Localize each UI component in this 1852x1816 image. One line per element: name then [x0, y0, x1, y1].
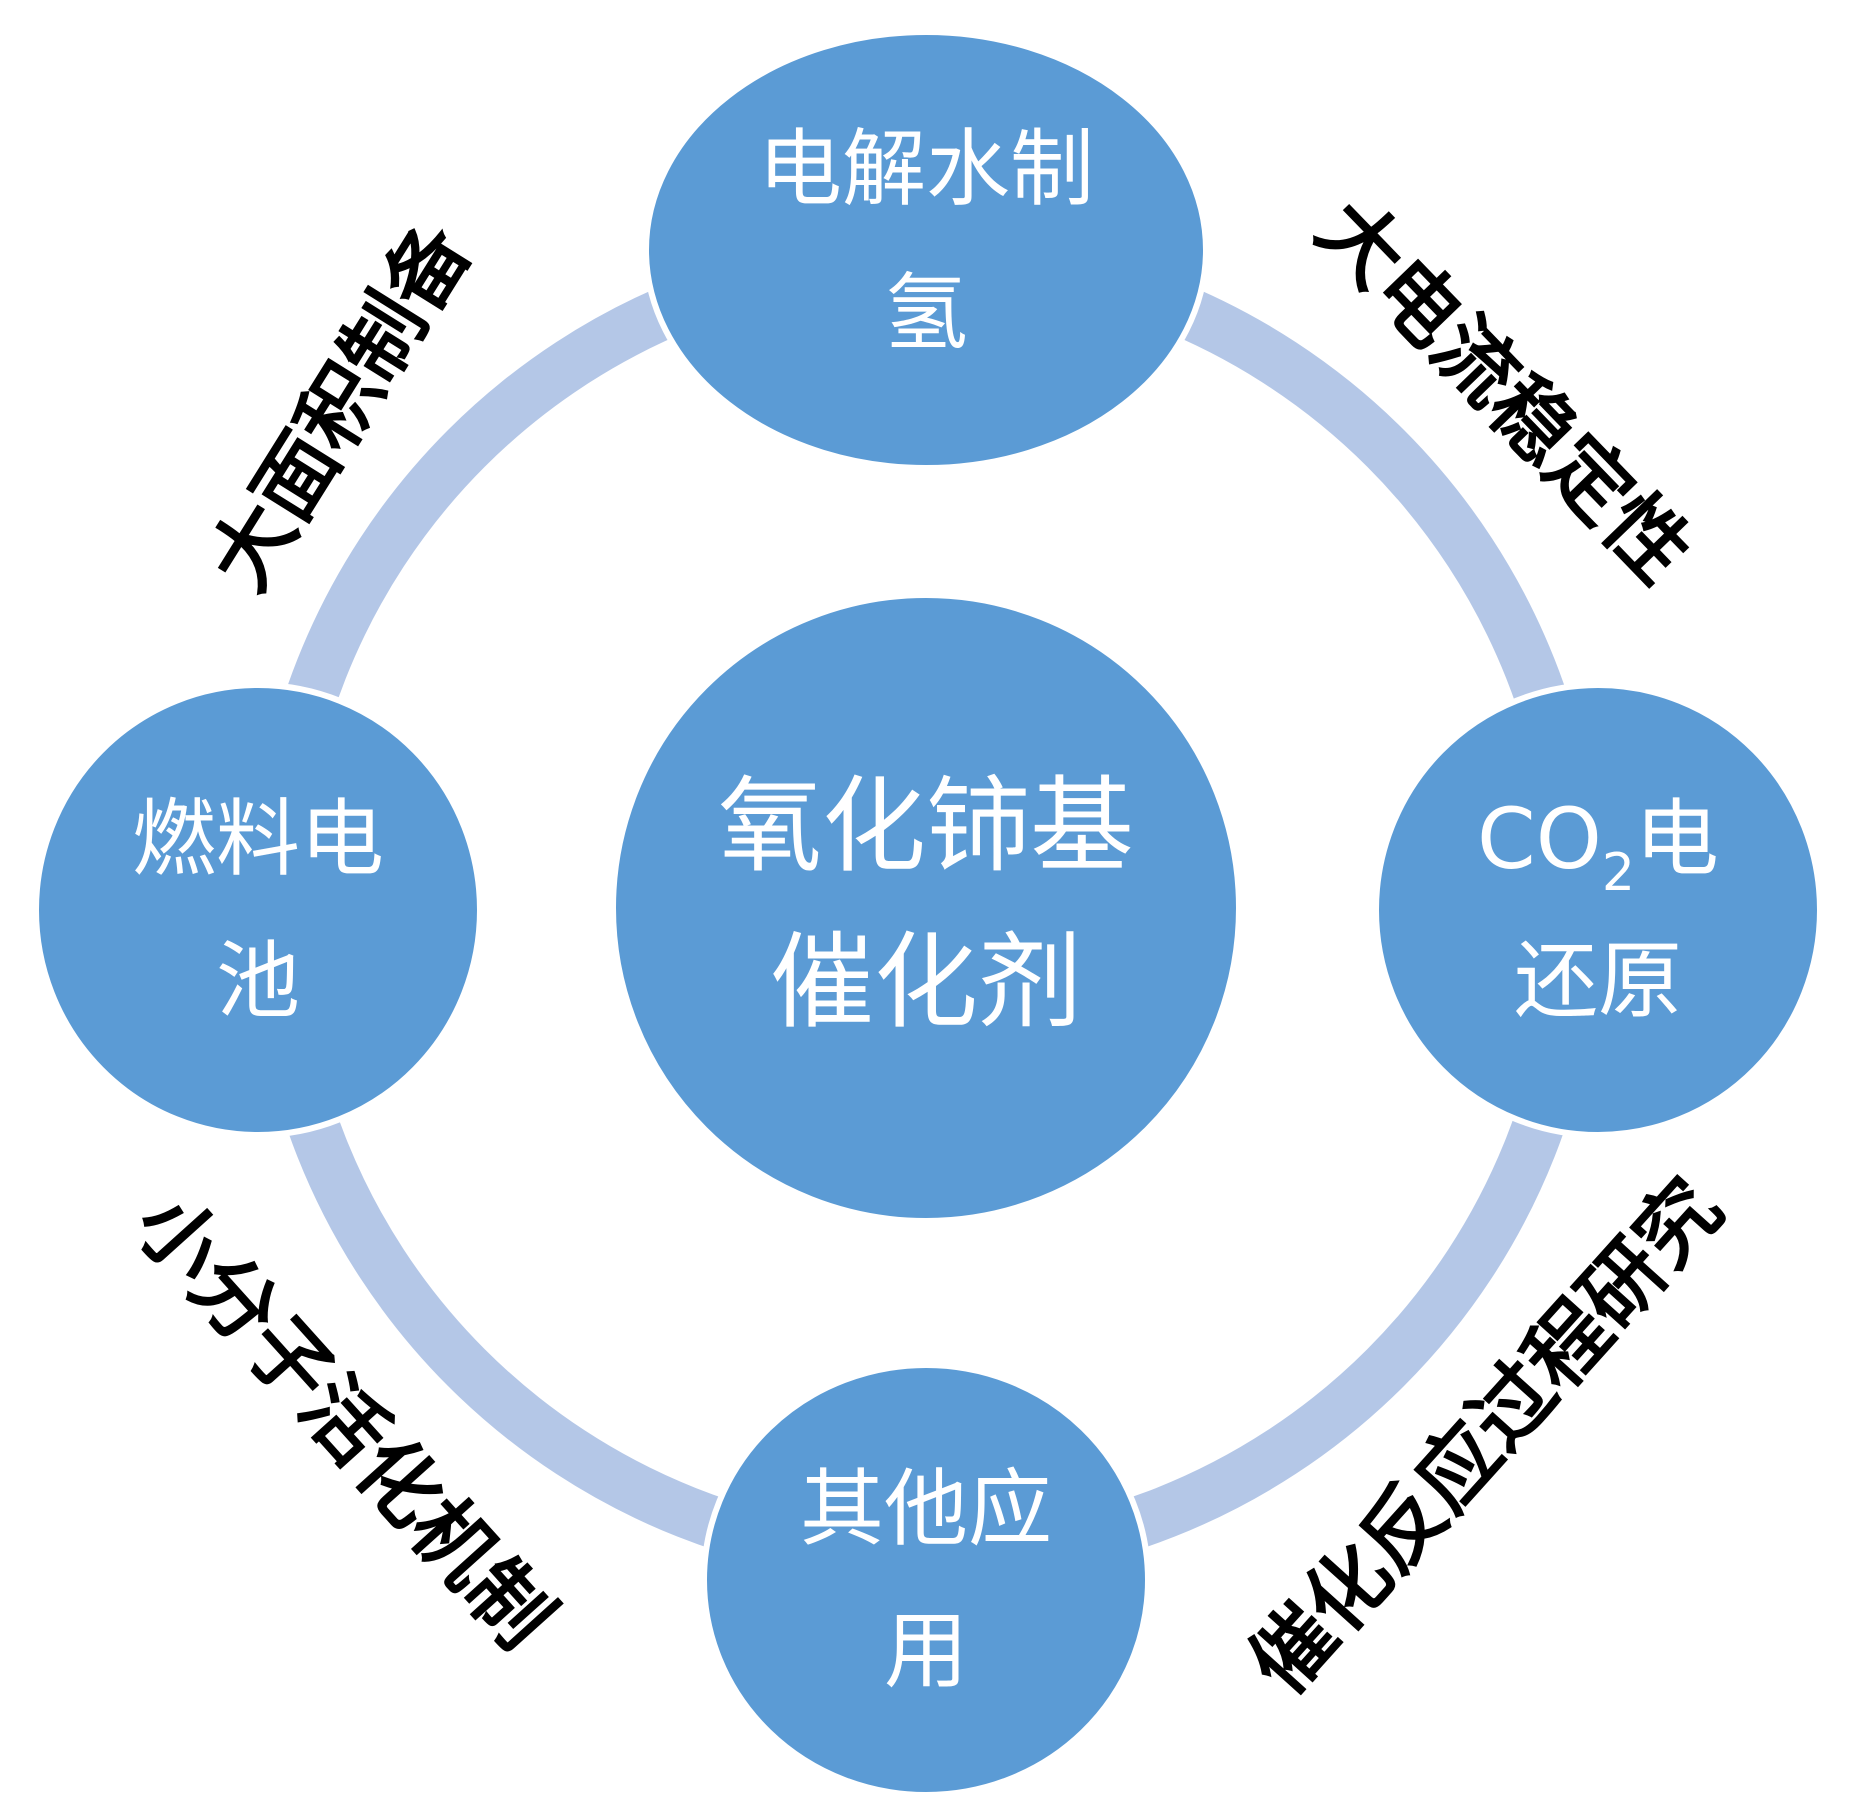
node-bottom-line2: 用 [884, 1602, 968, 1700]
node-bottom-line1: 其他应 [800, 1460, 1052, 1558]
node-right-line1: CO2电 [1477, 790, 1719, 903]
node-right-subscript: 2 [1602, 843, 1635, 903]
node-right-line2: 还原 [1514, 932, 1682, 1030]
center-node-line2: 催化剂 [770, 921, 1082, 1043]
node-right-co: CO [1477, 790, 1602, 888]
node-right: CO2电 还原 [1373, 682, 1823, 1138]
node-left-line1: 燃料电 [132, 790, 384, 888]
node-bottom: 其他应 用 [701, 1362, 1151, 1798]
node-top-line2: 氢 [884, 264, 968, 362]
node-left: 燃料电 池 [33, 682, 483, 1138]
node-top-line1: 电解水制 [758, 120, 1094, 218]
node-right-tail: 电 [1635, 790, 1719, 888]
center-node-line1: 氧化铈基 [718, 765, 1134, 887]
center-node: 氧化铈基 催化剂 [610, 592, 1242, 1224]
node-left-line2: 池 [216, 932, 300, 1030]
node-top: 电解水制 氢 [643, 29, 1209, 471]
edge-label-top-left: 大面积制备 [192, 207, 490, 606]
